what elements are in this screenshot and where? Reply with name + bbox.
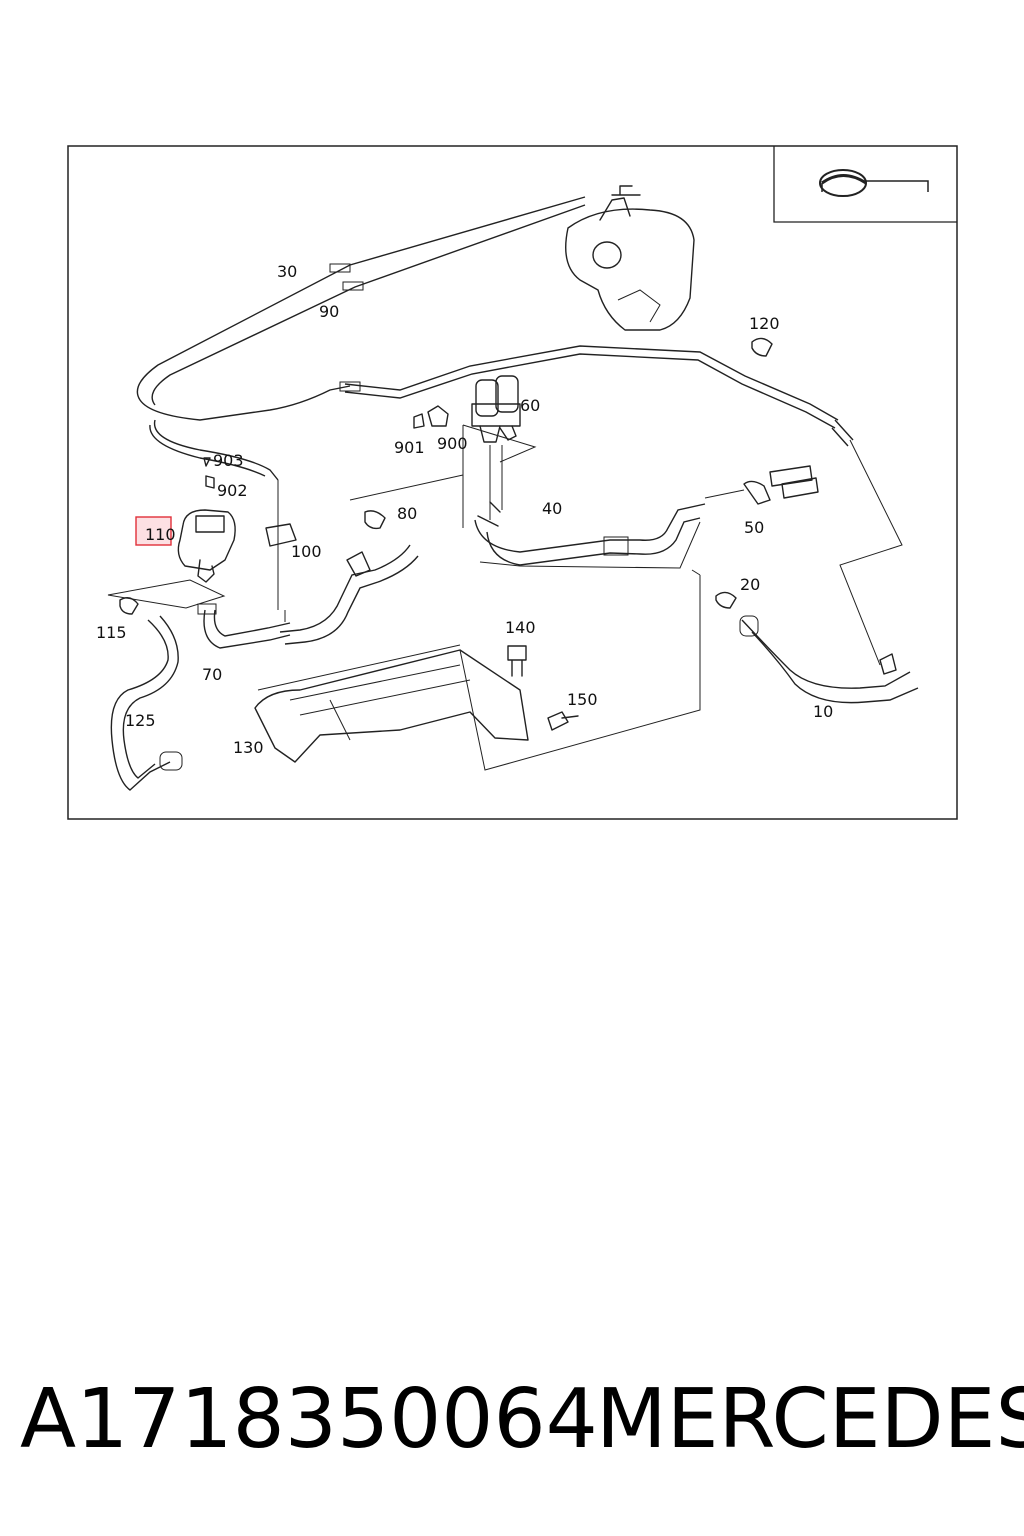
callout-100[interactable]: 100 bbox=[291, 542, 322, 561]
hose-70 bbox=[197, 480, 291, 649]
hose-10 bbox=[691, 439, 919, 704]
inset-vehicle-icon bbox=[773, 146, 957, 223]
callout-60[interactable]: 60 bbox=[520, 396, 540, 415]
callout-20[interactable]: 20 bbox=[740, 575, 760, 594]
callout-40[interactable]: 40 bbox=[542, 499, 562, 518]
callout-125[interactable]: 125 bbox=[125, 711, 156, 730]
callout-30[interactable]: 30 bbox=[277, 262, 297, 281]
line-30-90 bbox=[136, 196, 586, 481]
callout-90[interactable]: 90 bbox=[319, 302, 339, 321]
callout-901[interactable]: 901 bbox=[394, 438, 425, 457]
bolt-150 bbox=[547, 711, 579, 731]
steering-wheel-icon bbox=[819, 169, 867, 197]
connector-900-901 bbox=[413, 405, 449, 429]
heat-shield-130 bbox=[254, 575, 701, 771]
callout-70[interactable]: 70 bbox=[202, 665, 222, 684]
parts-diagram: 30 90 120 60 901 900 903 902 40 80 50 11… bbox=[67, 145, 958, 820]
callout-120[interactable]: 120 bbox=[749, 314, 780, 333]
product-caption: A1718350064 MERCEDES bbox=[0, 1372, 1024, 1482]
hose-125 bbox=[110, 597, 183, 791]
line-120 bbox=[339, 345, 854, 447]
bolt-140 bbox=[507, 645, 527, 677]
callout-902[interactable]: 902 bbox=[217, 481, 248, 500]
callout-900[interactable]: 900 bbox=[437, 434, 468, 453]
part-number: A1718350064 bbox=[20, 1372, 598, 1467]
callout-115[interactable]: 115 bbox=[96, 623, 127, 642]
clamp-120 bbox=[751, 337, 773, 357]
diagram-frame bbox=[67, 145, 958, 820]
callout-130[interactable]: 130 bbox=[233, 738, 264, 757]
hose-50 bbox=[704, 465, 819, 505]
callout-labels: 30 90 120 60 901 900 903 902 40 80 50 11… bbox=[96, 262, 833, 757]
pump-110 bbox=[107, 457, 236, 609]
valve-60 bbox=[462, 375, 537, 528]
callout-110-highlight[interactable]: 110 bbox=[135, 516, 176, 546]
hose-40 bbox=[474, 501, 706, 569]
coolant-reservoir bbox=[565, 185, 695, 331]
callout-10[interactable]: 10 bbox=[813, 702, 833, 721]
callout-140[interactable]: 140 bbox=[505, 618, 536, 637]
brand-name: MERCEDES bbox=[596, 1372, 1024, 1467]
clamp-20 bbox=[715, 591, 737, 609]
clip-100 bbox=[265, 523, 297, 547]
callout-903[interactable]: 903 bbox=[213, 451, 244, 470]
callout-110[interactable]: 110 bbox=[145, 525, 176, 544]
callout-150[interactable]: 150 bbox=[567, 690, 598, 709]
callout-80[interactable]: 80 bbox=[397, 504, 417, 523]
callout-50[interactable]: 50 bbox=[744, 518, 764, 537]
hose-80 bbox=[279, 474, 464, 645]
